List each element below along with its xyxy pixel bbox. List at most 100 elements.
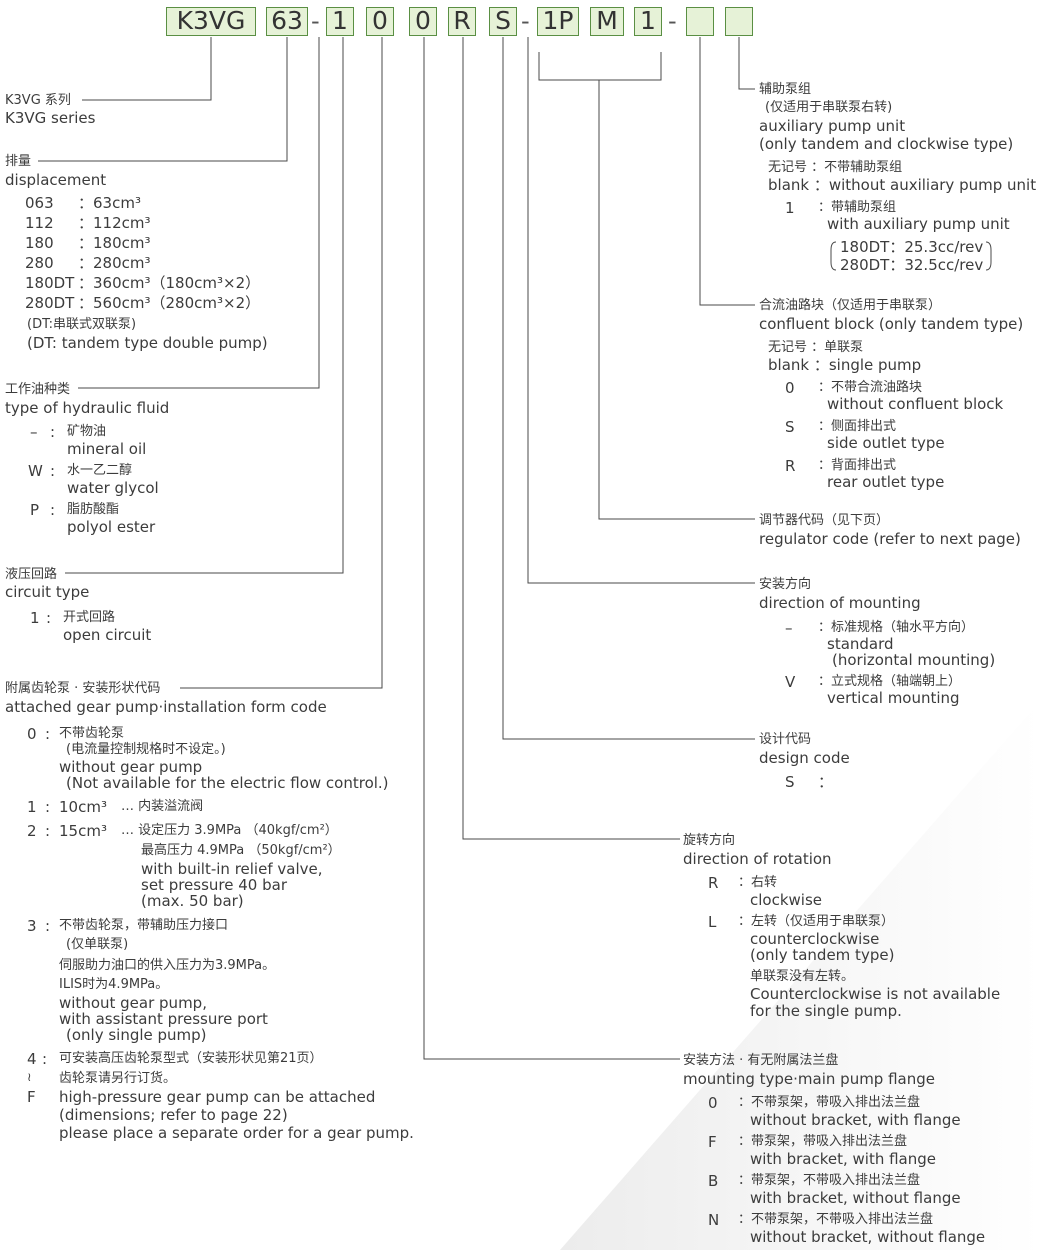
gear-0-zh1: 不带齿轮泵: [59, 726, 125, 741]
aux-label-en2: (only tandem and clockwise type): [759, 135, 1014, 153]
gear-0-zh2: (电流量控制规格时不设定。): [66, 742, 226, 757]
rotation-l-code: L: [708, 913, 717, 931]
circuit-en: open circuit: [63, 626, 152, 644]
code-box-circuit: 0: [366, 7, 394, 36]
confluent-code: S: [785, 418, 795, 436]
code-box-confluent: [686, 7, 714, 36]
code-box-gear: 0: [409, 7, 437, 36]
disp-val: ：360cm³（180cm³×2）: [78, 274, 261, 292]
aux-label-zh2: (仅适用于串联泵右转): [765, 100, 893, 115]
series-label-en: K3VG series: [5, 109, 96, 127]
gear-code-2: 2: [27, 822, 37, 840]
mounting-std-code: –: [785, 619, 793, 637]
gear-colon: :: [45, 917, 51, 935]
aux-one-en: with auxiliary pump unit: [827, 215, 1010, 233]
disp-val: ：560cm³（280cm³×2）: [78, 294, 261, 312]
fluid-code: P: [30, 501, 40, 519]
code-box-regulator-1: 1P: [537, 7, 579, 36]
fluid-colon: :: [50, 423, 56, 441]
code-box-aux: [725, 7, 753, 36]
gear-colon: :: [45, 822, 51, 840]
gear-label-zh: 附属齿轮泵 · 安装形状代码: [5, 681, 161, 696]
aux-blank-en: blank ：without auxiliary pump unit: [768, 176, 1037, 194]
disp-code: 180DT: [25, 274, 75, 292]
displacement-label-en: displacement: [5, 171, 107, 189]
displacement-label-zh: 排量: [5, 154, 32, 169]
fluid-label-en: type of hydraulic fluid: [5, 399, 170, 417]
circuit-zh: 开式回路: [63, 610, 116, 625]
confluent-blank-zh: 无记号 ：单联泵: [768, 340, 864, 355]
rotation-r-en: clockwise: [750, 891, 823, 909]
aux-label-zh: 辅助泵组: [759, 82, 812, 97]
gear-4-zh2: 齿轮泵请另行订货。: [59, 1071, 177, 1086]
flange-zh: ：不带泵架，不带吸入排出法兰盘: [738, 1212, 934, 1227]
aux-blank-zh: 无记号 ：不带辅助泵组: [768, 160, 903, 175]
series-label-zh: K3VG 系列: [5, 93, 71, 108]
disp-code: 063: [25, 194, 54, 212]
gear-1-zh: … 内装溢流阀: [121, 799, 204, 814]
code-box-regulator-2: M: [590, 7, 624, 36]
flange-label-zh: 安装方法 · 有无附属法兰盘: [683, 1053, 839, 1068]
aux-label-en: auxiliary pump unit: [759, 117, 906, 135]
code-box-rotation: R: [448, 7, 476, 36]
flange-en: with bracket, without flange: [750, 1189, 961, 1207]
mounting-std-zh: ：标准规格（轴水平方向）: [818, 620, 975, 635]
flange-code: B: [708, 1172, 719, 1190]
code-box-design: S: [489, 7, 517, 36]
rotation-label-en: direction of rotation: [683, 850, 832, 868]
flange-en: without bracket, without flange: [750, 1228, 986, 1246]
fluid-code: –: [30, 423, 38, 441]
gear-3-zh4: ILIS时为4.9MPa。: [59, 977, 169, 992]
gear-label-en: attached gear pump·installation form cod…: [5, 698, 327, 716]
gear-colon: :: [45, 725, 51, 743]
flange-en: without bracket, with flange: [750, 1111, 961, 1129]
design-val: ：: [818, 773, 834, 791]
disp-val: ：280cm³: [78, 254, 151, 272]
fluid-en: mineral oil: [67, 440, 147, 458]
aux-one-zh: ：带辅助泵组: [818, 200, 897, 215]
regulator-label-zh: 调节器代码（见下页）: [759, 513, 890, 528]
gear-code-f: F: [27, 1088, 36, 1106]
fluid-zh: 矿物油: [67, 424, 107, 439]
disp-code: 280: [25, 254, 54, 272]
flange-zh: ：带泵架，不带吸入排出法兰盘: [738, 1173, 921, 1188]
mounting-v-code: V: [785, 673, 796, 691]
gear-3-en3: (only single pump): [66, 1026, 207, 1044]
disp-code: 180: [25, 234, 54, 252]
gear-3-zh1: 不带齿轮泵，带辅助压力接口: [59, 918, 229, 933]
code-dash: -: [311, 7, 320, 35]
flange-code: F: [708, 1133, 717, 1151]
gear-0-en2: (Not available for the electric flow con…: [66, 774, 389, 792]
gear-code-range: ≀: [27, 1070, 32, 1084]
mounting-std-en2: (horizontal mounting): [832, 651, 996, 669]
disp-code: 280DT: [25, 294, 75, 312]
gear-2-en3: (max. 50 bar): [141, 892, 244, 910]
disp-val: ：63cm³: [78, 194, 141, 212]
gear-2-vol: 15cm³: [59, 822, 107, 840]
gear-3-en2: with assistant pressure port: [59, 1010, 268, 1028]
gear-0-en1: without gear pump: [59, 758, 203, 776]
fluid-zh: 脂肪酸酯: [67, 502, 120, 517]
design-label-zh: 设计代码: [759, 732, 812, 747]
design-label-en: design code: [759, 749, 850, 767]
fluid-label-zh: 工作油种类: [5, 382, 71, 397]
confluent-label-zh: 合流油路块（仅适用于串联泵）: [759, 298, 942, 313]
disp-val: ：180cm³: [78, 234, 151, 252]
confluent-en: side outlet type: [827, 434, 945, 452]
confluent-en: rear outlet type: [827, 473, 945, 491]
code-dash: -: [668, 7, 677, 35]
mounting-std-en1: standard: [827, 635, 894, 653]
gear-2-zh1: … 设定压力 3.9MPa （40kgf/cm²）: [121, 823, 338, 838]
circuit-label-en: circuit type: [5, 583, 90, 601]
code-box-series: K3VG: [166, 7, 256, 36]
gear-4-en2: (dimensions; refer to page 22): [59, 1106, 288, 1124]
rotation-l-en3: Counterclockwise is not available: [750, 985, 1001, 1003]
design-code: S: [785, 773, 795, 791]
gear-4-zh1: 可安装高压齿轮泵型式（安装形状见第21页）: [59, 1051, 323, 1066]
flange-code: 0: [708, 1094, 718, 1112]
circuit-code: 1: [30, 609, 40, 627]
fluid-en: polyol ester: [67, 518, 156, 536]
gear-colon: :: [45, 798, 51, 816]
flange-label-en: mounting type·main pump flange: [683, 1070, 935, 1088]
rotation-l-en2: (only tandem type): [750, 946, 895, 964]
